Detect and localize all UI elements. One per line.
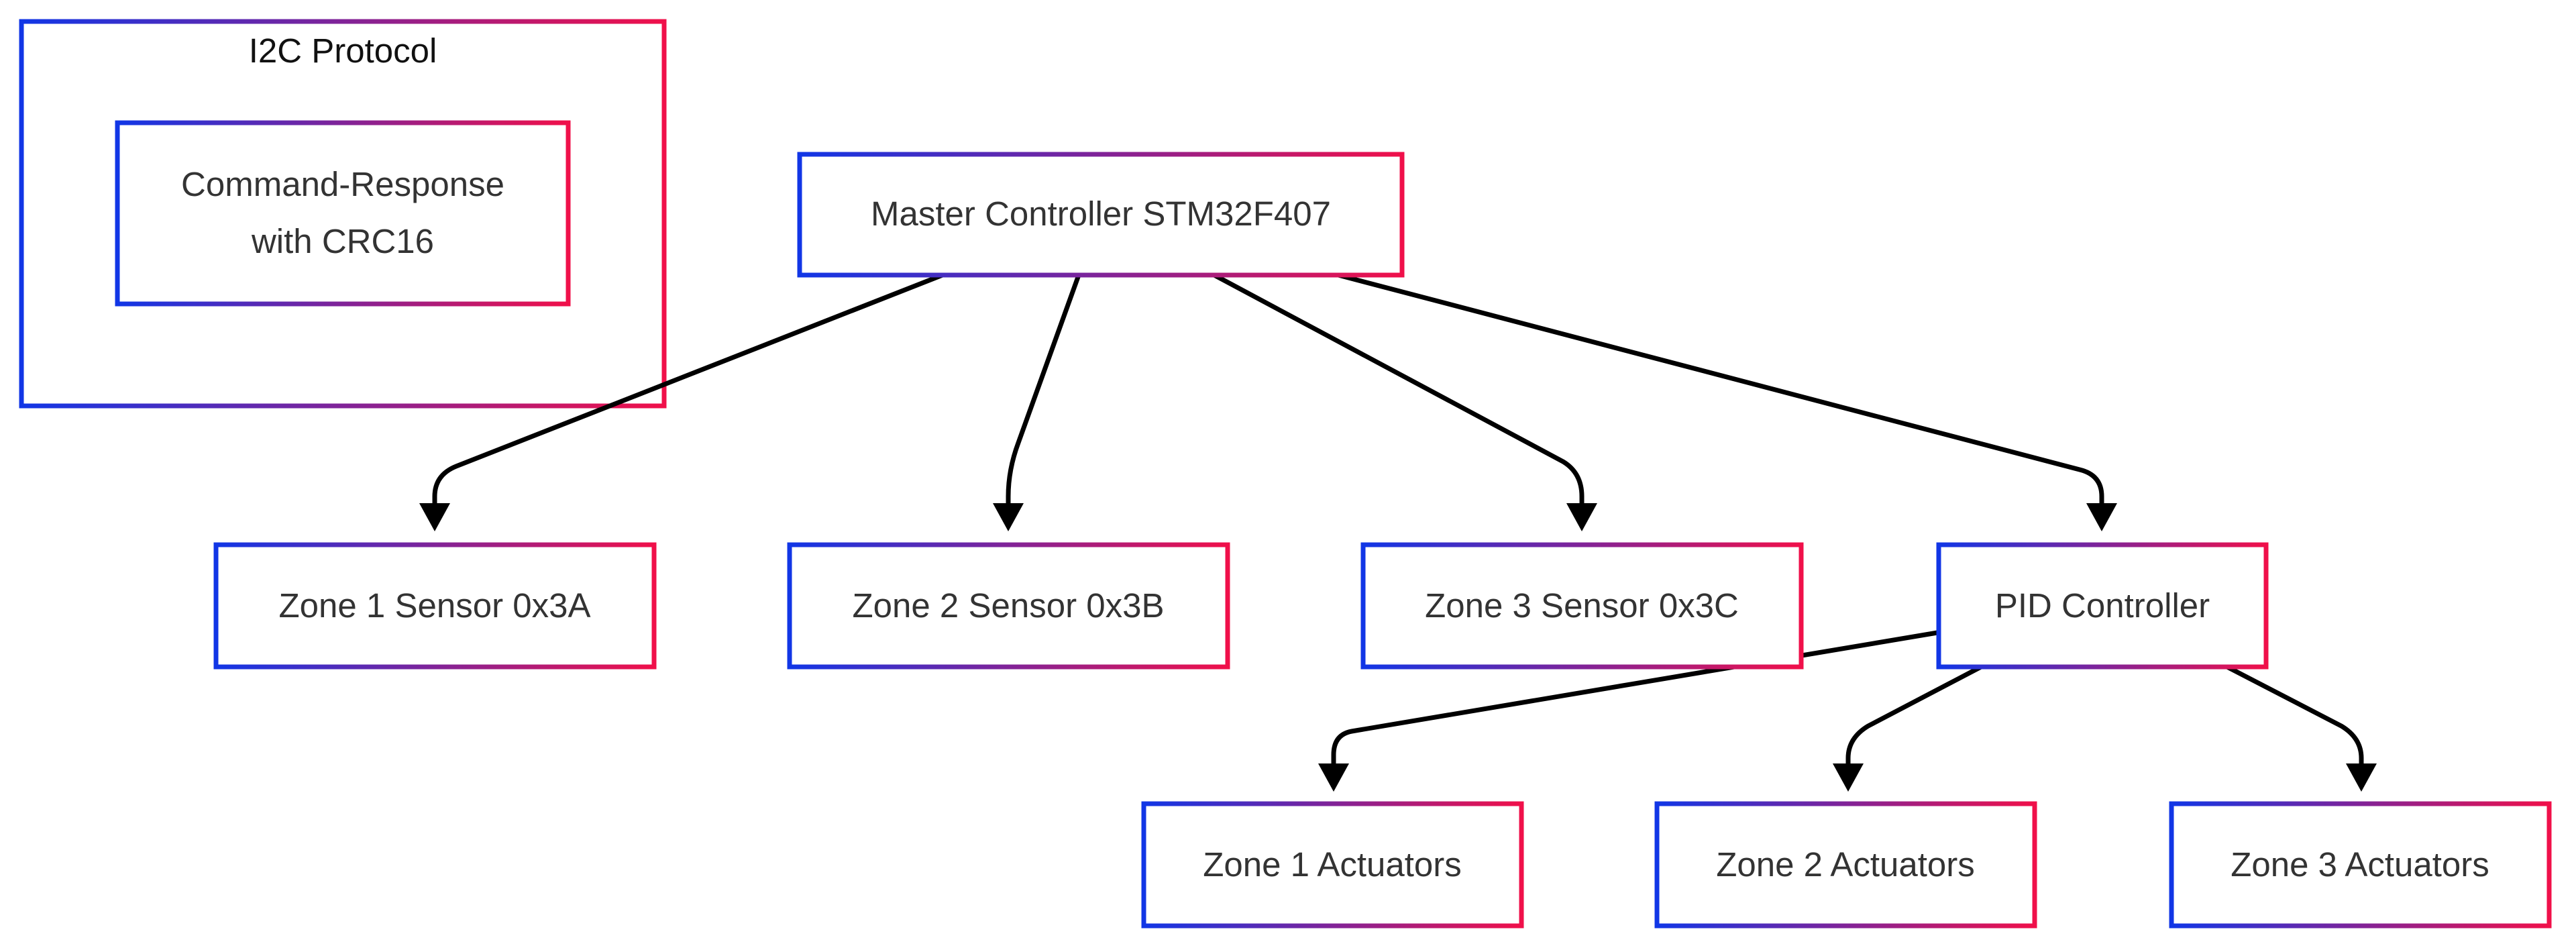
- edge-pid-to-zone1-actuators: [1331, 630, 1938, 763]
- edge-master-to-zone2-sensor: [1006, 274, 1081, 503]
- node-label: Master Controller STM32F407: [871, 195, 1331, 233]
- edges: [419, 272, 2377, 792]
- node-box: [787, 542, 1230, 670]
- edge-master-to-zone3-sensor: [1213, 272, 1585, 503]
- node-zone1-actuators: Zone 1 Actuators: [1141, 801, 1524, 929]
- node-master-controller: Master Controller STM32F407: [797, 152, 1405, 278]
- node-zone3-actuators: Zone 3 Actuators: [2169, 801, 2552, 929]
- node-command-response: Command-Response with CRC16: [115, 120, 571, 307]
- node-pid-controller: PID Controller: [1936, 542, 2269, 670]
- node-label: Zone 2 Sensor 0x3B: [853, 586, 1165, 625]
- node-label: Zone 3 Sensor 0x3C: [1425, 586, 1739, 625]
- node-zone2-sensor: Zone 2 Sensor 0x3B: [787, 542, 1230, 670]
- node-label: PID Controller: [1995, 586, 2210, 625]
- arrowhead-zone3-actuators: [2346, 763, 2377, 792]
- node-box: [2169, 801, 2552, 929]
- node-label-line1: Command-Response: [181, 165, 504, 203]
- edge-master-to-zone1-sensor: [432, 272, 944, 503]
- node-box: [1936, 542, 2269, 670]
- edge-master-to-pid: [1338, 272, 2104, 503]
- arrowhead-zone2-sensor: [993, 503, 1024, 531]
- arrowhead-zone1-sensor: [419, 503, 450, 531]
- node-zone2-actuators: Zone 2 Actuators: [1654, 801, 2037, 929]
- node-zone3-sensor: Zone 3 Sensor 0x3C: [1360, 542, 1804, 670]
- node-box: [1360, 542, 1804, 670]
- node-label: Zone 3 Actuators: [2231, 845, 2489, 884]
- node-label-line2: with CRC16: [251, 222, 434, 260]
- arrowhead-pid: [2086, 503, 2117, 531]
- node-box: [797, 152, 1405, 278]
- node-zone1-sensor: Zone 1 Sensor 0x3A: [213, 542, 657, 670]
- node-box: [213, 542, 657, 670]
- node-box: [1141, 801, 1524, 929]
- node-label: Zone 1 Sensor 0x3A: [279, 586, 591, 625]
- node-label: Zone 2 Actuators: [1716, 845, 1975, 884]
- node-box: [1654, 801, 2037, 929]
- edge-pid-to-zone2-actuators: [1845, 664, 1984, 763]
- arrowhead-zone3-sensor: [1566, 503, 1597, 531]
- node-box: [115, 120, 571, 307]
- node-label: Zone 1 Actuators: [1203, 845, 1462, 884]
- arrowhead-zone2-actuators: [1833, 763, 1864, 792]
- edge-pid-to-zone3-actuators: [2224, 664, 2364, 763]
- arrowhead-zone1-actuators: [1318, 763, 1349, 792]
- group-title: I2C Protocol: [249, 32, 437, 70]
